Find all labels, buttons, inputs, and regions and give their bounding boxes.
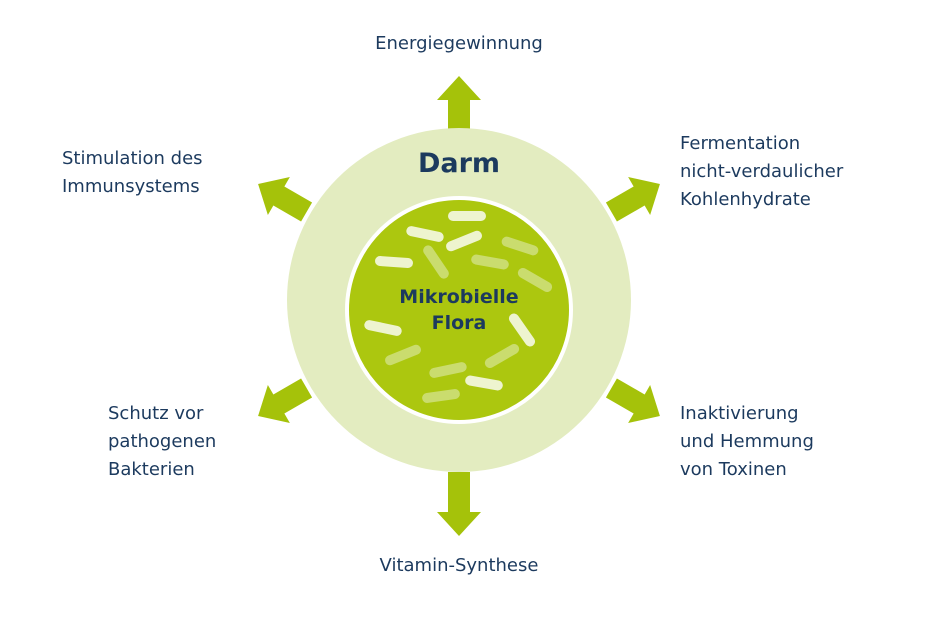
label-line: Immunsystems	[62, 176, 200, 197]
label-fermentation: Fermentation nicht-verdaulicher Kohlenhy…	[680, 130, 843, 214]
label-immune-stimulation: Stimulation des Immunsystems	[62, 145, 203, 201]
arrow-up-left	[258, 176, 313, 222]
bacterium-shape	[508, 313, 536, 347]
arrow-down-left	[258, 378, 313, 424]
bacterium-shape	[423, 245, 449, 279]
arrows	[258, 76, 660, 536]
arrow-up	[437, 76, 481, 134]
bacterium-shape	[385, 344, 421, 366]
label-line: nicht-verdaulicher	[680, 161, 844, 182]
label-line: Energiegewinnung	[375, 33, 543, 54]
bacterium-shape	[364, 320, 402, 336]
label-line: Schutz vor	[108, 403, 204, 424]
arrow-up-right	[605, 176, 660, 222]
bacterium-shape	[501, 236, 539, 256]
label-energy-production: Energiegewinnung	[0, 30, 918, 58]
bacterium-shape	[375, 256, 413, 268]
label-line: pathogenen	[108, 431, 217, 452]
bacterium-shape	[448, 211, 486, 221]
bacterium-shape	[429, 362, 467, 378]
microbial-flora-circle	[345, 196, 573, 424]
label-vitamin-synthesis: Vitamin-Synthese	[0, 552, 918, 580]
label-line: Stimulation des	[62, 148, 203, 169]
bacterium-shape	[517, 268, 553, 292]
flora-label-line-1: Mikrobielle	[399, 286, 519, 308]
flora-label-line-2: Flora	[431, 312, 487, 334]
bacterium-shape	[471, 254, 509, 270]
label-line: Inaktivierung	[680, 403, 799, 424]
label-line: Kohlenhydrate	[680, 189, 811, 210]
bacterium-shape	[406, 226, 444, 242]
label-pathogen-protection: Schutz vor pathogenen Bakterien	[108, 400, 216, 484]
label-line: Fermentation	[680, 133, 801, 154]
bacterium-shape	[422, 389, 460, 403]
darm-label: Darm	[417, 148, 501, 179]
label-line: von Toxinen	[680, 459, 787, 480]
label-line: Vitamin-Synthese	[379, 555, 539, 576]
bacteria-group	[364, 211, 553, 403]
arrow-down	[437, 472, 481, 536]
label-line: Bakterien	[108, 459, 195, 480]
bacterium-shape	[465, 375, 503, 391]
microbial-flora-label: Mikrobielle Flora	[359, 284, 559, 336]
arrow-down-right	[605, 378, 660, 424]
bacterium-shape	[484, 344, 520, 368]
bacterium-shape	[446, 230, 482, 252]
label-toxin-inactivation: Inaktivierung und Hemmung von Toxinen	[680, 400, 814, 484]
label-line: und Hemmung	[680, 431, 814, 452]
